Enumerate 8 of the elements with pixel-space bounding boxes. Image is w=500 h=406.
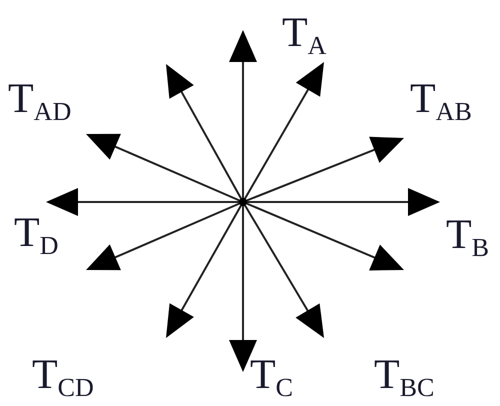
vector-label: T$_{AB}$ bbox=[410, 78, 472, 120]
vector-label: T$_{BC}$ bbox=[374, 354, 434, 396]
vector-label: T$_{D}$ bbox=[14, 212, 58, 254]
vector-label: T$_{AD}$ bbox=[8, 78, 72, 120]
vector-label: T$_{A}$ bbox=[282, 12, 326, 54]
vector-label: T$_{CD}$ bbox=[32, 354, 94, 396]
vector-label: T$_{C}$ bbox=[250, 354, 294, 396]
vector-label: T$_{B}$ bbox=[446, 214, 490, 256]
